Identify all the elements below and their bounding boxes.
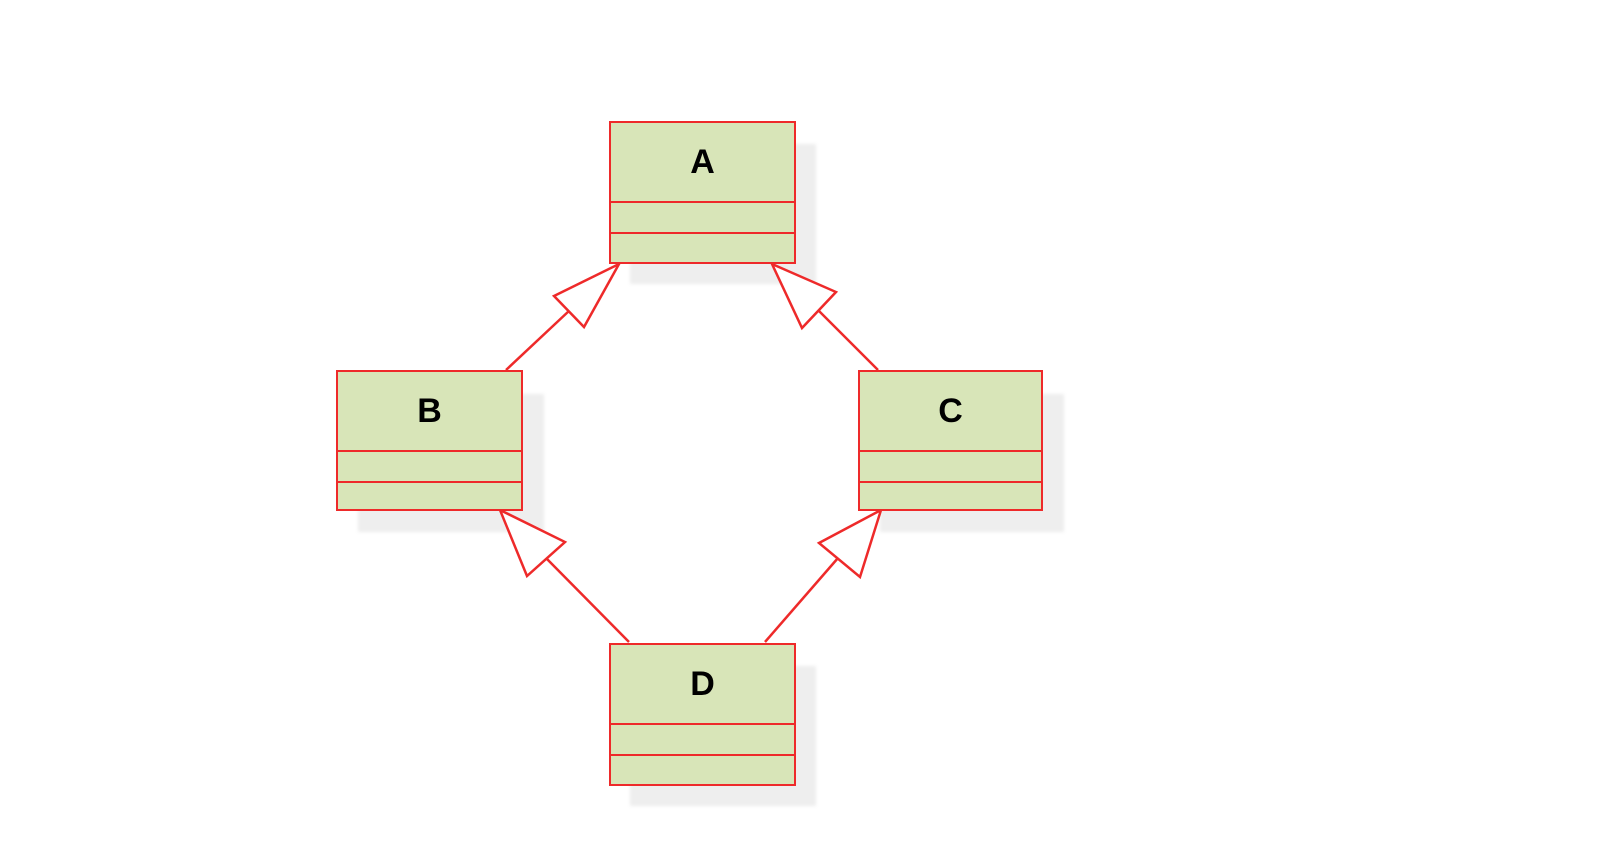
generalization-arrowhead-icon (551, 261, 623, 330)
edge-c-to-a (769, 261, 879, 371)
class-attributes-compartment (611, 203, 794, 234)
class-name: B (338, 372, 521, 452)
class-methods-compartment (611, 756, 794, 784)
class-methods-compartment (611, 234, 794, 262)
class-a[interactable]: A (609, 121, 796, 264)
class-attributes-compartment (611, 725, 794, 756)
class-attributes-compartment (860, 452, 1041, 483)
class-name: C (860, 372, 1041, 452)
class-attributes-compartment (338, 452, 521, 483)
edge-b-to-a (505, 261, 623, 371)
edge-d-to-c (764, 507, 884, 643)
class-methods-compartment (860, 483, 1041, 511)
class-methods-compartment (338, 483, 521, 511)
class-name: A (611, 123, 794, 203)
generalization-arrowhead-icon (769, 261, 839, 331)
class-name: D (611, 645, 794, 725)
generalization-arrowhead-icon (816, 507, 884, 580)
class-b[interactable]: B (336, 370, 523, 511)
edge-d-to-b (497, 507, 630, 643)
class-c[interactable]: C (858, 370, 1043, 511)
generalization-arrowhead-icon (497, 507, 568, 579)
class-d[interactable]: D (609, 643, 796, 786)
